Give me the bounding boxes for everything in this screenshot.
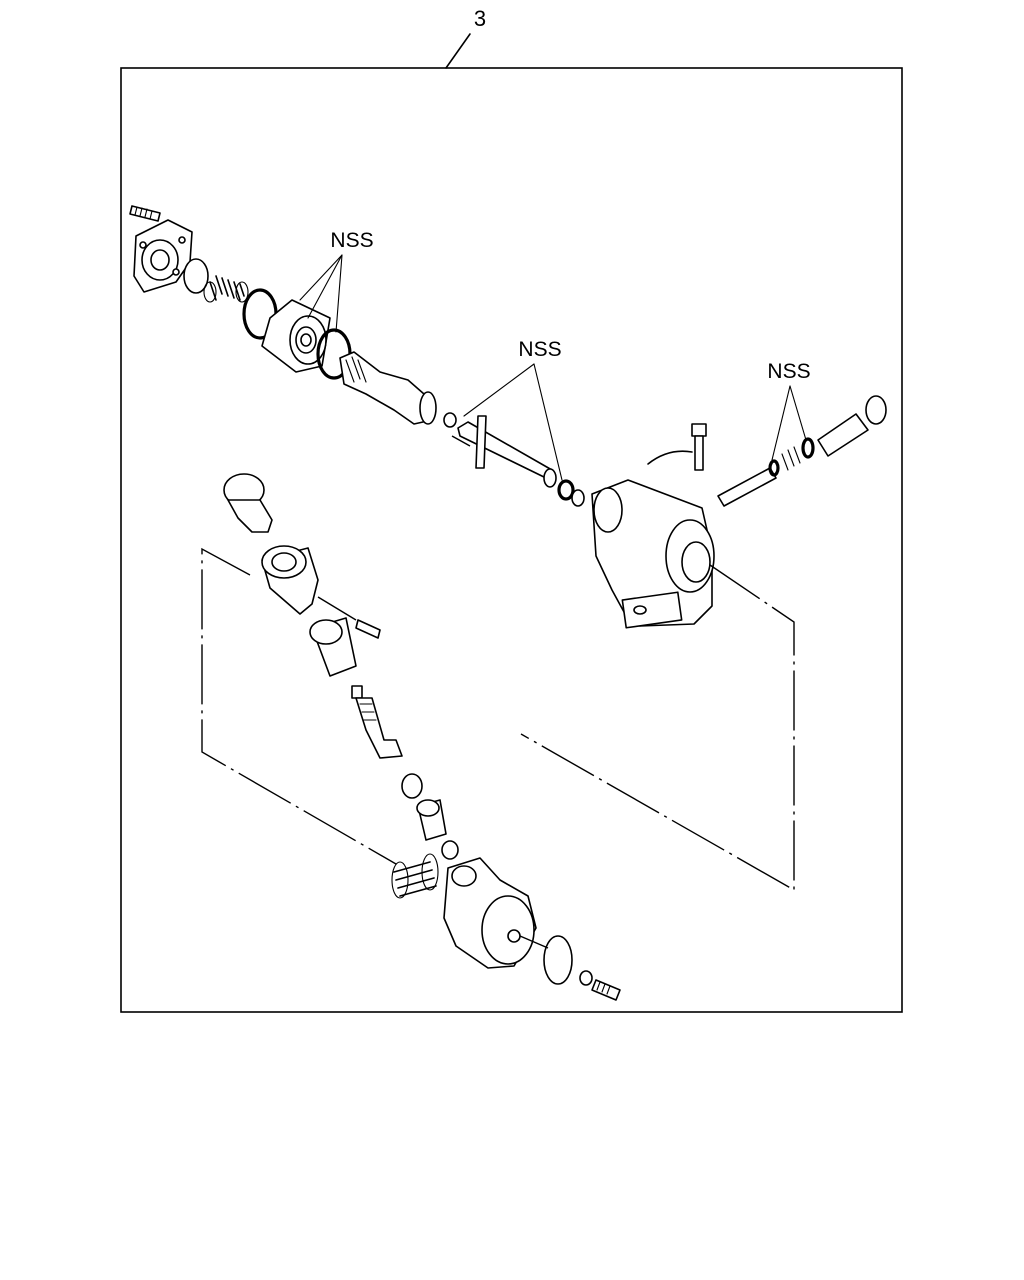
cover-plate (133, 219, 193, 293)
lever-arm (261, 545, 319, 615)
nss-label-3: NSS (767, 360, 810, 383)
pin (355, 619, 381, 639)
gasket-ring (183, 258, 209, 294)
valve-spool (717, 395, 887, 507)
callout-number: 3 (474, 6, 486, 31)
lock-washer (579, 970, 593, 986)
sleeve (416, 799, 447, 841)
small-seal (441, 840, 459, 860)
stud (351, 685, 403, 759)
small-o-ring (443, 412, 457, 428)
valve-body (339, 351, 437, 425)
housing (591, 479, 715, 629)
seal-ring (401, 773, 423, 799)
actuator-body (443, 857, 537, 969)
nss-label-2: NSS (518, 338, 561, 361)
kit-frame (120, 67, 903, 1013)
return-spring (391, 853, 439, 899)
mounting-bolt (591, 979, 621, 1001)
nss-label-1: NSS (330, 229, 373, 252)
assembly-guide-lines (201, 435, 795, 949)
o-ring-nss-3 (557, 479, 575, 501)
knob (223, 473, 273, 533)
flat-washer (543, 935, 573, 985)
rod (457, 415, 557, 488)
housing-bolt (691, 423, 707, 471)
clip (647, 450, 693, 465)
nss-leader-lines (299, 254, 807, 481)
washer (571, 489, 585, 507)
spring (203, 275, 249, 303)
cover-bolt (129, 205, 161, 222)
callout-leader-line (445, 33, 471, 69)
bushing (309, 617, 357, 677)
